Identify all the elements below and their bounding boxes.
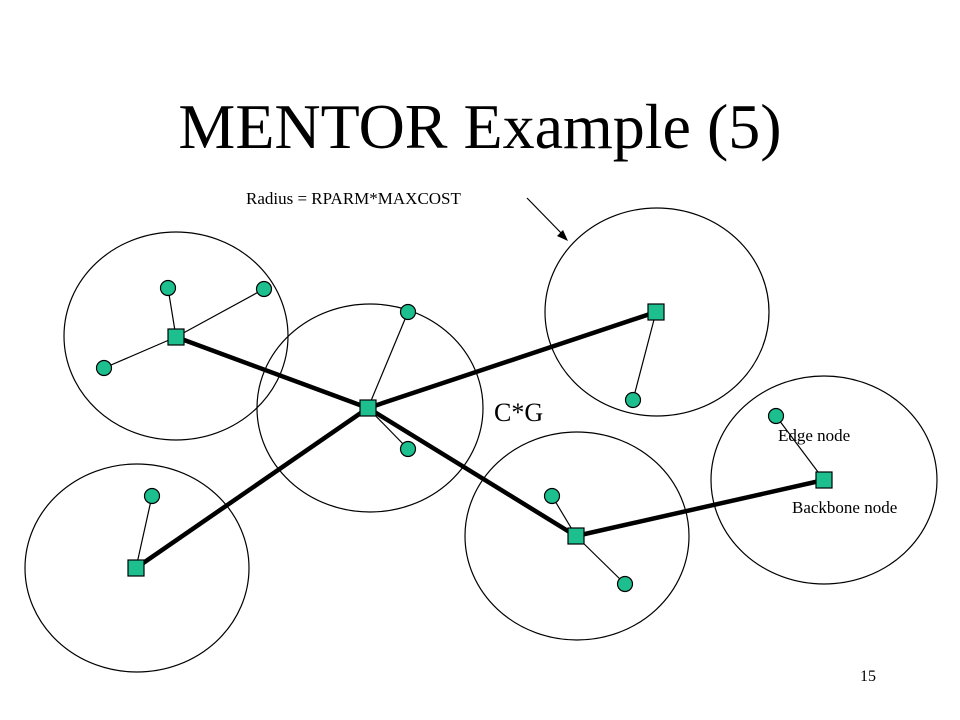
access-link (632, 311, 657, 401)
access-link (103, 336, 177, 369)
edge-node (624, 391, 642, 409)
center-of-gravity-label: C*G (494, 398, 543, 427)
access-link (175, 288, 265, 338)
edge-node (767, 407, 785, 425)
edge-node (95, 359, 113, 377)
region-circle (464, 431, 690, 641)
backbone-node-label: Backbone node (792, 498, 897, 517)
access-links (103, 287, 825, 585)
region-circle (24, 463, 250, 673)
backbone-links (134, 309, 825, 570)
edge-node (399, 440, 417, 458)
backbone-link (134, 406, 370, 570)
access-link (135, 495, 153, 569)
edge-node (159, 279, 177, 297)
backbone-node (167, 328, 185, 346)
edge-nodes (95, 279, 785, 593)
radius-arrowhead (557, 230, 568, 241)
edge-node (399, 303, 417, 321)
backbone-link (367, 309, 657, 411)
backbone-nodes (127, 303, 833, 577)
access-link (367, 311, 409, 409)
edge-node (255, 280, 273, 298)
region-circle (256, 303, 484, 513)
edge-node (616, 575, 634, 593)
region-circle (710, 375, 938, 585)
backbone-link (366, 406, 578, 538)
backbone-node (127, 559, 145, 577)
backbone-link (575, 477, 825, 539)
backbone-node (359, 399, 377, 417)
edge-node-label: Edge node (778, 426, 850, 445)
region-circle (544, 207, 770, 417)
radius-label: Radius = RPARM*MAXCOST (246, 189, 462, 208)
edge-node (143, 487, 161, 505)
backbone-link (175, 334, 369, 411)
radius-arrow-line (526, 197, 567, 239)
slide-title: MENTOR Example (5) (178, 91, 781, 162)
backbone-node (567, 527, 585, 545)
access-link (775, 415, 825, 481)
page-number: 15 (860, 668, 876, 685)
edge-node (543, 487, 561, 505)
regions (24, 207, 938, 673)
backbone-node (815, 471, 833, 489)
backbone-node (647, 303, 665, 321)
